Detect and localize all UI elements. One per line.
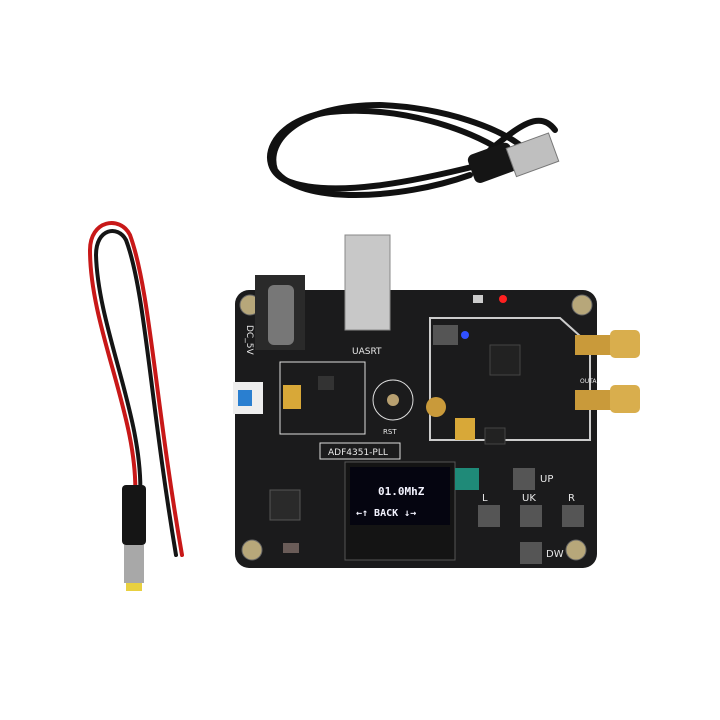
ref-sma — [426, 397, 446, 417]
usb-cable — [267, 101, 558, 198]
mini-usb-port — [344, 234, 391, 331]
button-up[interactable] — [513, 468, 535, 490]
sma-output-b[interactable] — [575, 390, 620, 410]
usb-label: UASRT — [352, 347, 382, 357]
button-ok[interactable] — [520, 505, 542, 527]
label-right: R — [568, 493, 575, 504]
display-menu: ←↑ BACK ↓→ — [356, 508, 416, 519]
label-up: UP — [540, 474, 553, 485]
reset-label: RST — [383, 428, 397, 436]
button-down[interactable] — [520, 542, 542, 564]
usb-plug — [467, 132, 560, 183]
nav-buttons: UP L UK R DW — [478, 468, 584, 564]
button-left[interactable] — [478, 505, 500, 527]
button-right[interactable] — [562, 505, 584, 527]
label-ok: UK — [522, 493, 536, 504]
power-wire — [87, 221, 184, 557]
led-red — [499, 295, 507, 303]
regulator-section — [279, 361, 366, 435]
model-label: ADF4351-PLL — [328, 448, 388, 458]
led-blue — [461, 331, 469, 339]
dc-barrel-plug — [122, 485, 146, 591]
power-label: DC_5V — [244, 325, 254, 355]
label-down: DW — [546, 549, 564, 560]
output-label: OUTA — [580, 378, 597, 385]
reset-button[interactable] — [372, 379, 414, 421]
sma-output-a[interactable] — [575, 335, 620, 355]
display-frequency: 01.0MhZ — [378, 485, 425, 498]
label-left: L — [482, 493, 488, 504]
adf4351-chip — [489, 344, 521, 376]
pll-board: DC_5V UASRT RST ADF4351-PLL OUTA 01.0MhZ — [233, 234, 640, 568]
